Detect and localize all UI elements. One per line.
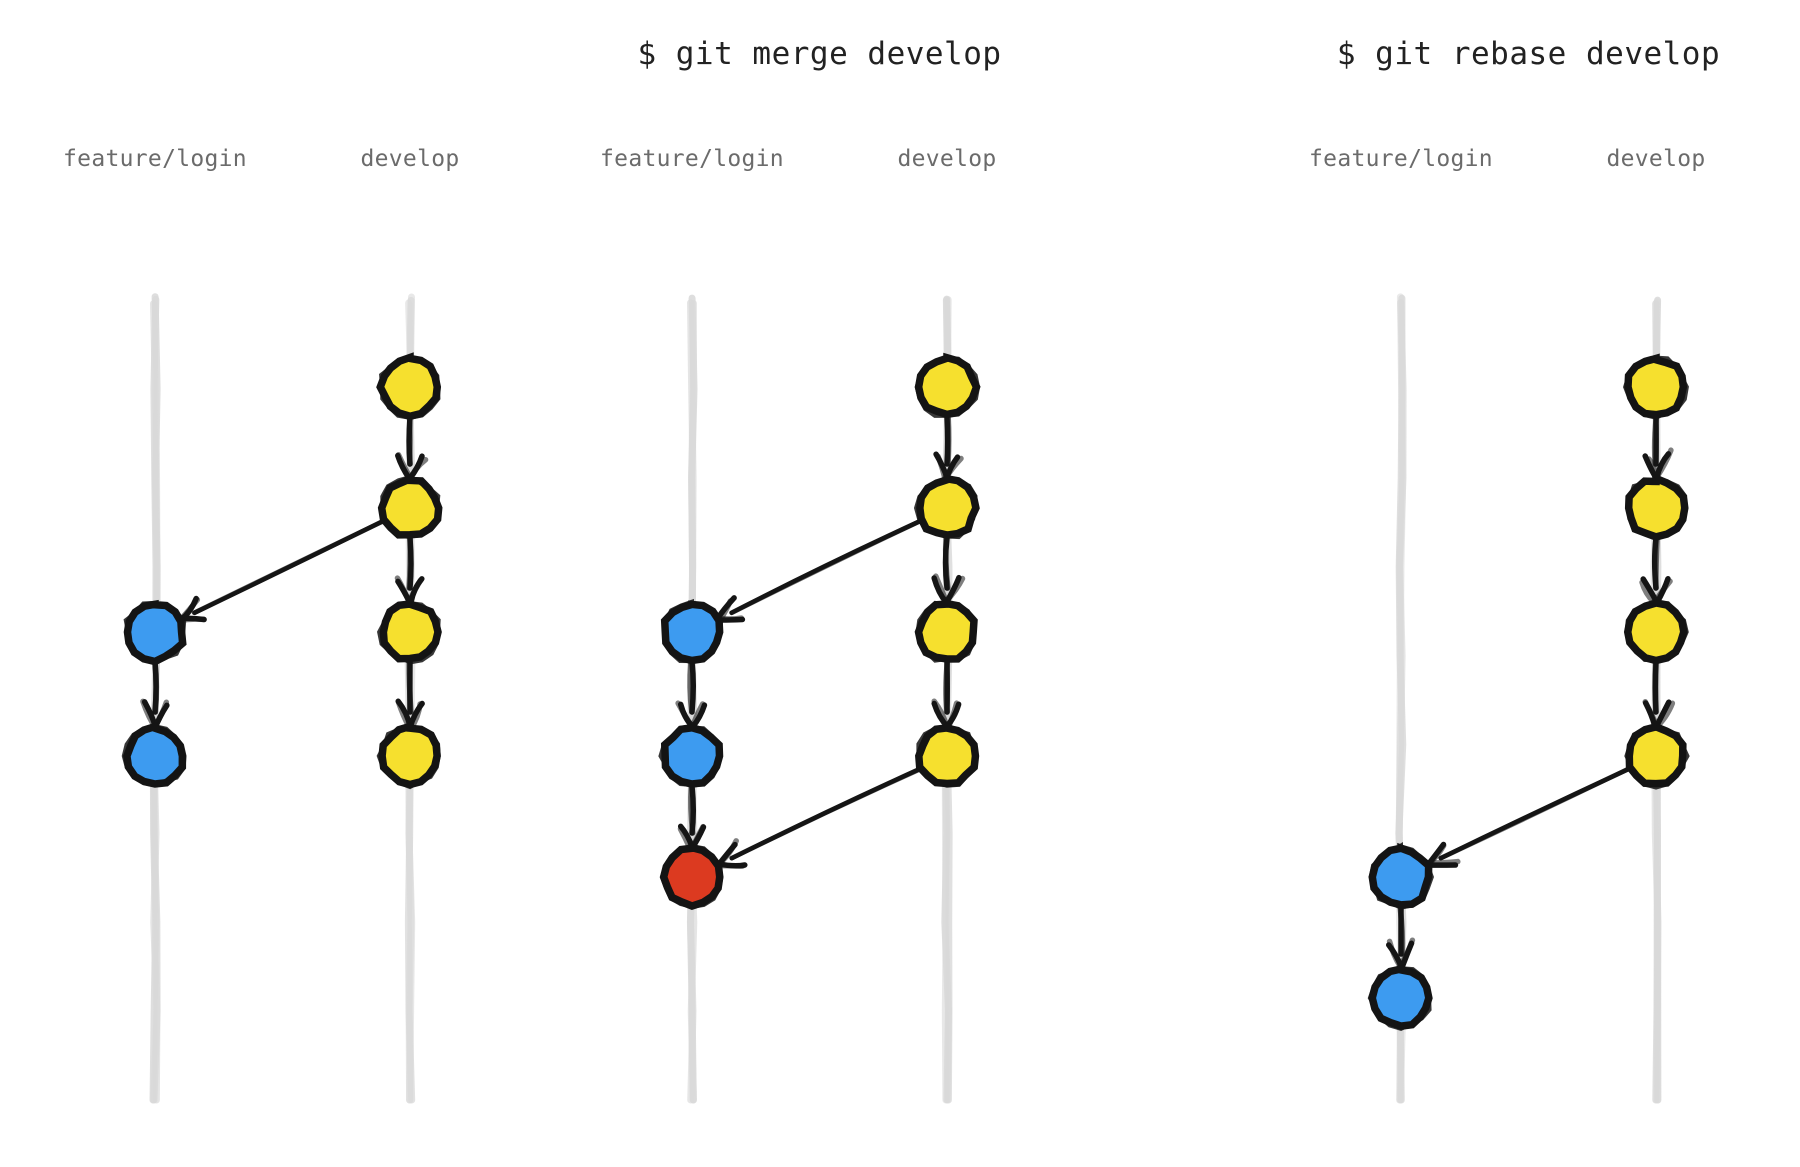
- lane-label-rebase-develop: develop: [1606, 146, 1706, 172]
- lane-label-merge-feature-login: feature/login: [600, 146, 784, 172]
- commit-node-develop-c2[interactable]: [1624, 472, 1689, 541]
- panel-merge: $ git merge develop feature/login develop: [542, 0, 1097, 1167]
- commit-node-develop-c2[interactable]: [913, 474, 980, 540]
- commit-node-feature-c1[interactable]: [123, 599, 187, 666]
- commit-node-develop-c1[interactable]: [914, 352, 981, 419]
- commit-node-develop-c3[interactable]: [914, 599, 978, 663]
- commit-node-develop-c2[interactable]: [377, 473, 443, 539]
- commit-node-feature-c1[interactable]: [660, 598, 724, 665]
- commit-node-feature-c1[interactable]: [1368, 841, 1434, 910]
- commit-node-develop-c4[interactable]: [376, 721, 441, 790]
- lane-label-rebase-feature-login: feature/login: [1309, 146, 1493, 172]
- panel-title-rebase: $ git rebase develop: [1336, 36, 1721, 72]
- lane-label-before-feature-login: feature/login: [63, 146, 247, 172]
- panel-title-merge: $ git merge develop: [637, 36, 1002, 72]
- commit-node-feature-c2[interactable]: [658, 723, 724, 788]
- commit-node-develop-c1[interactable]: [376, 352, 442, 421]
- lane-label-before-develop: develop: [360, 146, 460, 172]
- panel-rebase: $ git rebase develop feature/login develop: [1251, 0, 1800, 1167]
- lane-label-merge-develop: develop: [897, 146, 997, 172]
- commit-node-develop-c4[interactable]: [915, 721, 980, 788]
- commit-node-develop-c4[interactable]: [1624, 721, 1690, 790]
- commit-node-develop-c3[interactable]: [377, 599, 442, 665]
- commit-node-merge-commit[interactable]: [659, 842, 724, 911]
- commit-node-develop-c3[interactable]: [1623, 598, 1689, 665]
- panel-before: feature/login develop: [5, 0, 560, 1167]
- commit-node-develop-c1[interactable]: [1622, 353, 1689, 420]
- commit-node-feature-c2[interactable]: [1367, 964, 1433, 1031]
- commit-node-feature-c2[interactable]: [121, 721, 187, 788]
